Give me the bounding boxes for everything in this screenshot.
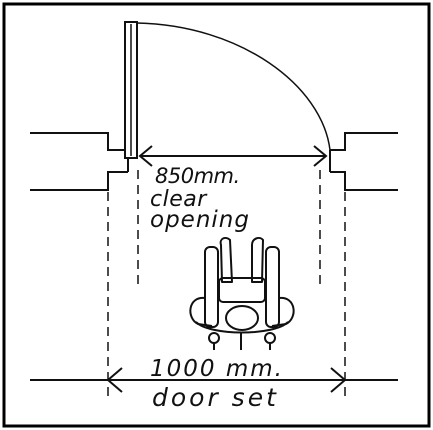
- clear-opening-dimension-line: [138, 145, 328, 167]
- left-wall: [30, 132, 129, 191]
- door-leaf: [124, 21, 138, 159]
- clear-opening-label-line2: opening: [150, 207, 250, 233]
- clear-opening-guides: [137, 170, 321, 290]
- clear-opening-dimension-label: 850mm.: [155, 164, 240, 188]
- doorset-label: door set: [152, 383, 279, 412]
- doorset-dimension-line: [30, 367, 398, 393]
- doorset-guides: [107, 192, 346, 400]
- door-swing-arc: [136, 22, 331, 151]
- right-wall: [329, 132, 398, 191]
- wheelchair-icon: [189, 236, 295, 350]
- clear-opening-label-line1: clear: [150, 187, 207, 212]
- doorset-dimension-label: 1000 mm.: [150, 356, 284, 382]
